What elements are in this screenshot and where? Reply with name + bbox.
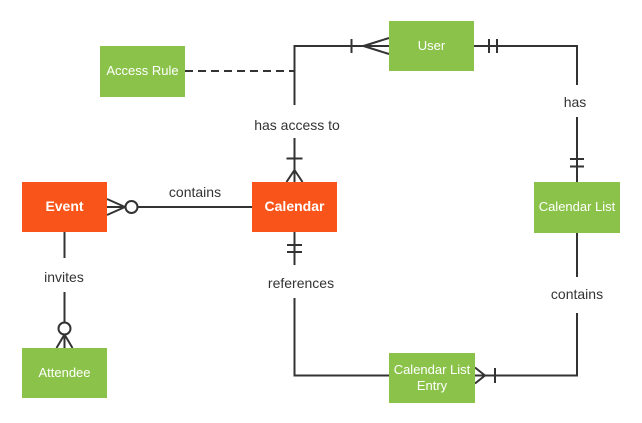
zero-marker-circle bbox=[57, 321, 72, 336]
connector-user-has-calendar-list[interactable] bbox=[474, 39, 584, 182]
relationship-label-references[interactable]: references bbox=[265, 275, 337, 291]
zero-or-many-marker bbox=[106, 198, 126, 216]
entity-label: Calendar List bbox=[538, 199, 616, 215]
connector-event-invites-attendee[interactable] bbox=[55, 232, 74, 349]
one-and-only-one-marker bbox=[488, 39, 498, 53]
one-or-many-marker bbox=[350, 37, 390, 55]
entity-user[interactable]: User bbox=[389, 21, 474, 71]
entity-event[interactable]: Event bbox=[22, 182, 107, 232]
entity-label: Access Rule bbox=[106, 63, 179, 79]
entity-label: User bbox=[417, 37, 446, 53]
zero-or-many-marker bbox=[55, 333, 74, 349]
relationship-label-contains-calendar-list[interactable]: contains bbox=[548, 286, 606, 302]
relationship-label-has-access-to[interactable]: has access to bbox=[252, 117, 342, 133]
entity-access-rule[interactable]: Access Rule bbox=[100, 46, 185, 97]
one-or-many-marker bbox=[474, 366, 496, 385]
one-and-only-one-marker bbox=[570, 158, 584, 168]
entity-calendar-list[interactable]: Calendar List bbox=[534, 182, 620, 233]
zero-marker-circle bbox=[124, 200, 139, 214]
entity-calendar-list-entry[interactable]: Calendar List Entry bbox=[389, 353, 475, 403]
connector-calendar-has-access-to-user[interactable] bbox=[285, 37, 390, 183]
entity-label: Calendar List Entry bbox=[393, 361, 471, 393]
entity-attendee[interactable]: Attendee bbox=[22, 348, 107, 398]
connector-event-contains-calendar[interactable] bbox=[106, 198, 252, 216]
relationship-label-has[interactable]: has bbox=[561, 94, 589, 110]
connector-calendar-references-entry[interactable] bbox=[287, 232, 389, 377]
relationship-label-contains-event-calendar[interactable]: contains bbox=[166, 184, 224, 200]
one-or-many-marker bbox=[285, 157, 304, 183]
entity-label: Event bbox=[45, 198, 84, 215]
one-and-only-one-marker bbox=[287, 244, 302, 253]
relationship-label-invites[interactable]: invites bbox=[42, 269, 86, 285]
entity-calendar[interactable]: Calendar bbox=[252, 182, 337, 232]
connector-calendar-list-contains-entry[interactable] bbox=[474, 233, 578, 385]
entity-label: Attendee bbox=[38, 364, 91, 380]
entity-label: Calendar bbox=[264, 198, 325, 215]
